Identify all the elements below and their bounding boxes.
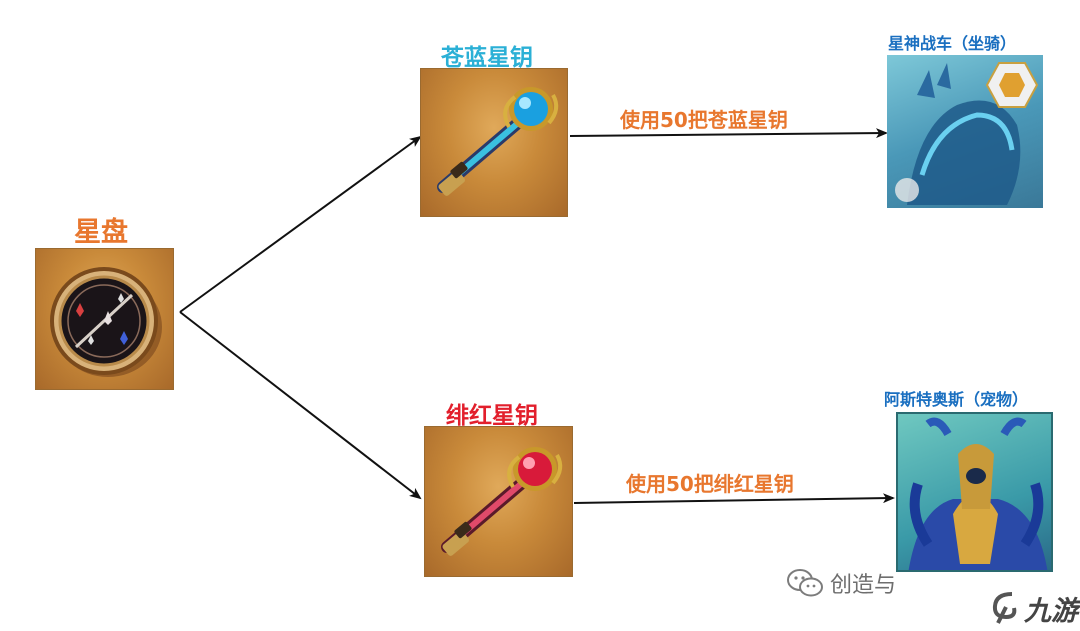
- arrow-disk-to-red: [179, 311, 422, 500]
- jiuyou-logo-icon: [992, 592, 1017, 624]
- jiuyou-watermark: 九游: [990, 588, 1078, 628]
- mount-portrait: [887, 55, 1043, 208]
- red-key-label: 绯红星钥: [446, 403, 538, 429]
- edge-label-red: 使用50把绯红星钥: [626, 472, 794, 496]
- arrow-blue-to-mount: [569, 128, 888, 139]
- wechat-watermark: 创造与: [786, 566, 896, 600]
- star-disk-label: 星盘: [74, 217, 128, 248]
- pet-label: 阿斯特奥斯（宠物）: [884, 390, 1029, 409]
- pet-portrait: [896, 412, 1053, 572]
- blue-key-label: 苍蓝星钥: [441, 45, 533, 71]
- edge-label-blue: 使用50把苍蓝星钥: [620, 108, 788, 132]
- blue-key-tile: [420, 68, 568, 217]
- jiuyou-text: 九游: [1024, 595, 1078, 627]
- red-key-icon: [441, 447, 563, 556]
- arrow-disk-to-blue: [179, 135, 422, 313]
- arrow-red-to-pet: [573, 493, 895, 504]
- wechat-text: 创造与: [830, 573, 897, 598]
- wechat-icon: [787, 569, 823, 597]
- star-disk-tile: [35, 248, 174, 390]
- star-disk-icon: [50, 267, 162, 377]
- mount-label: 星神战车（坐骑）: [888, 34, 1017, 53]
- red-key-tile: [424, 426, 573, 577]
- blue-key-icon: [437, 87, 559, 196]
